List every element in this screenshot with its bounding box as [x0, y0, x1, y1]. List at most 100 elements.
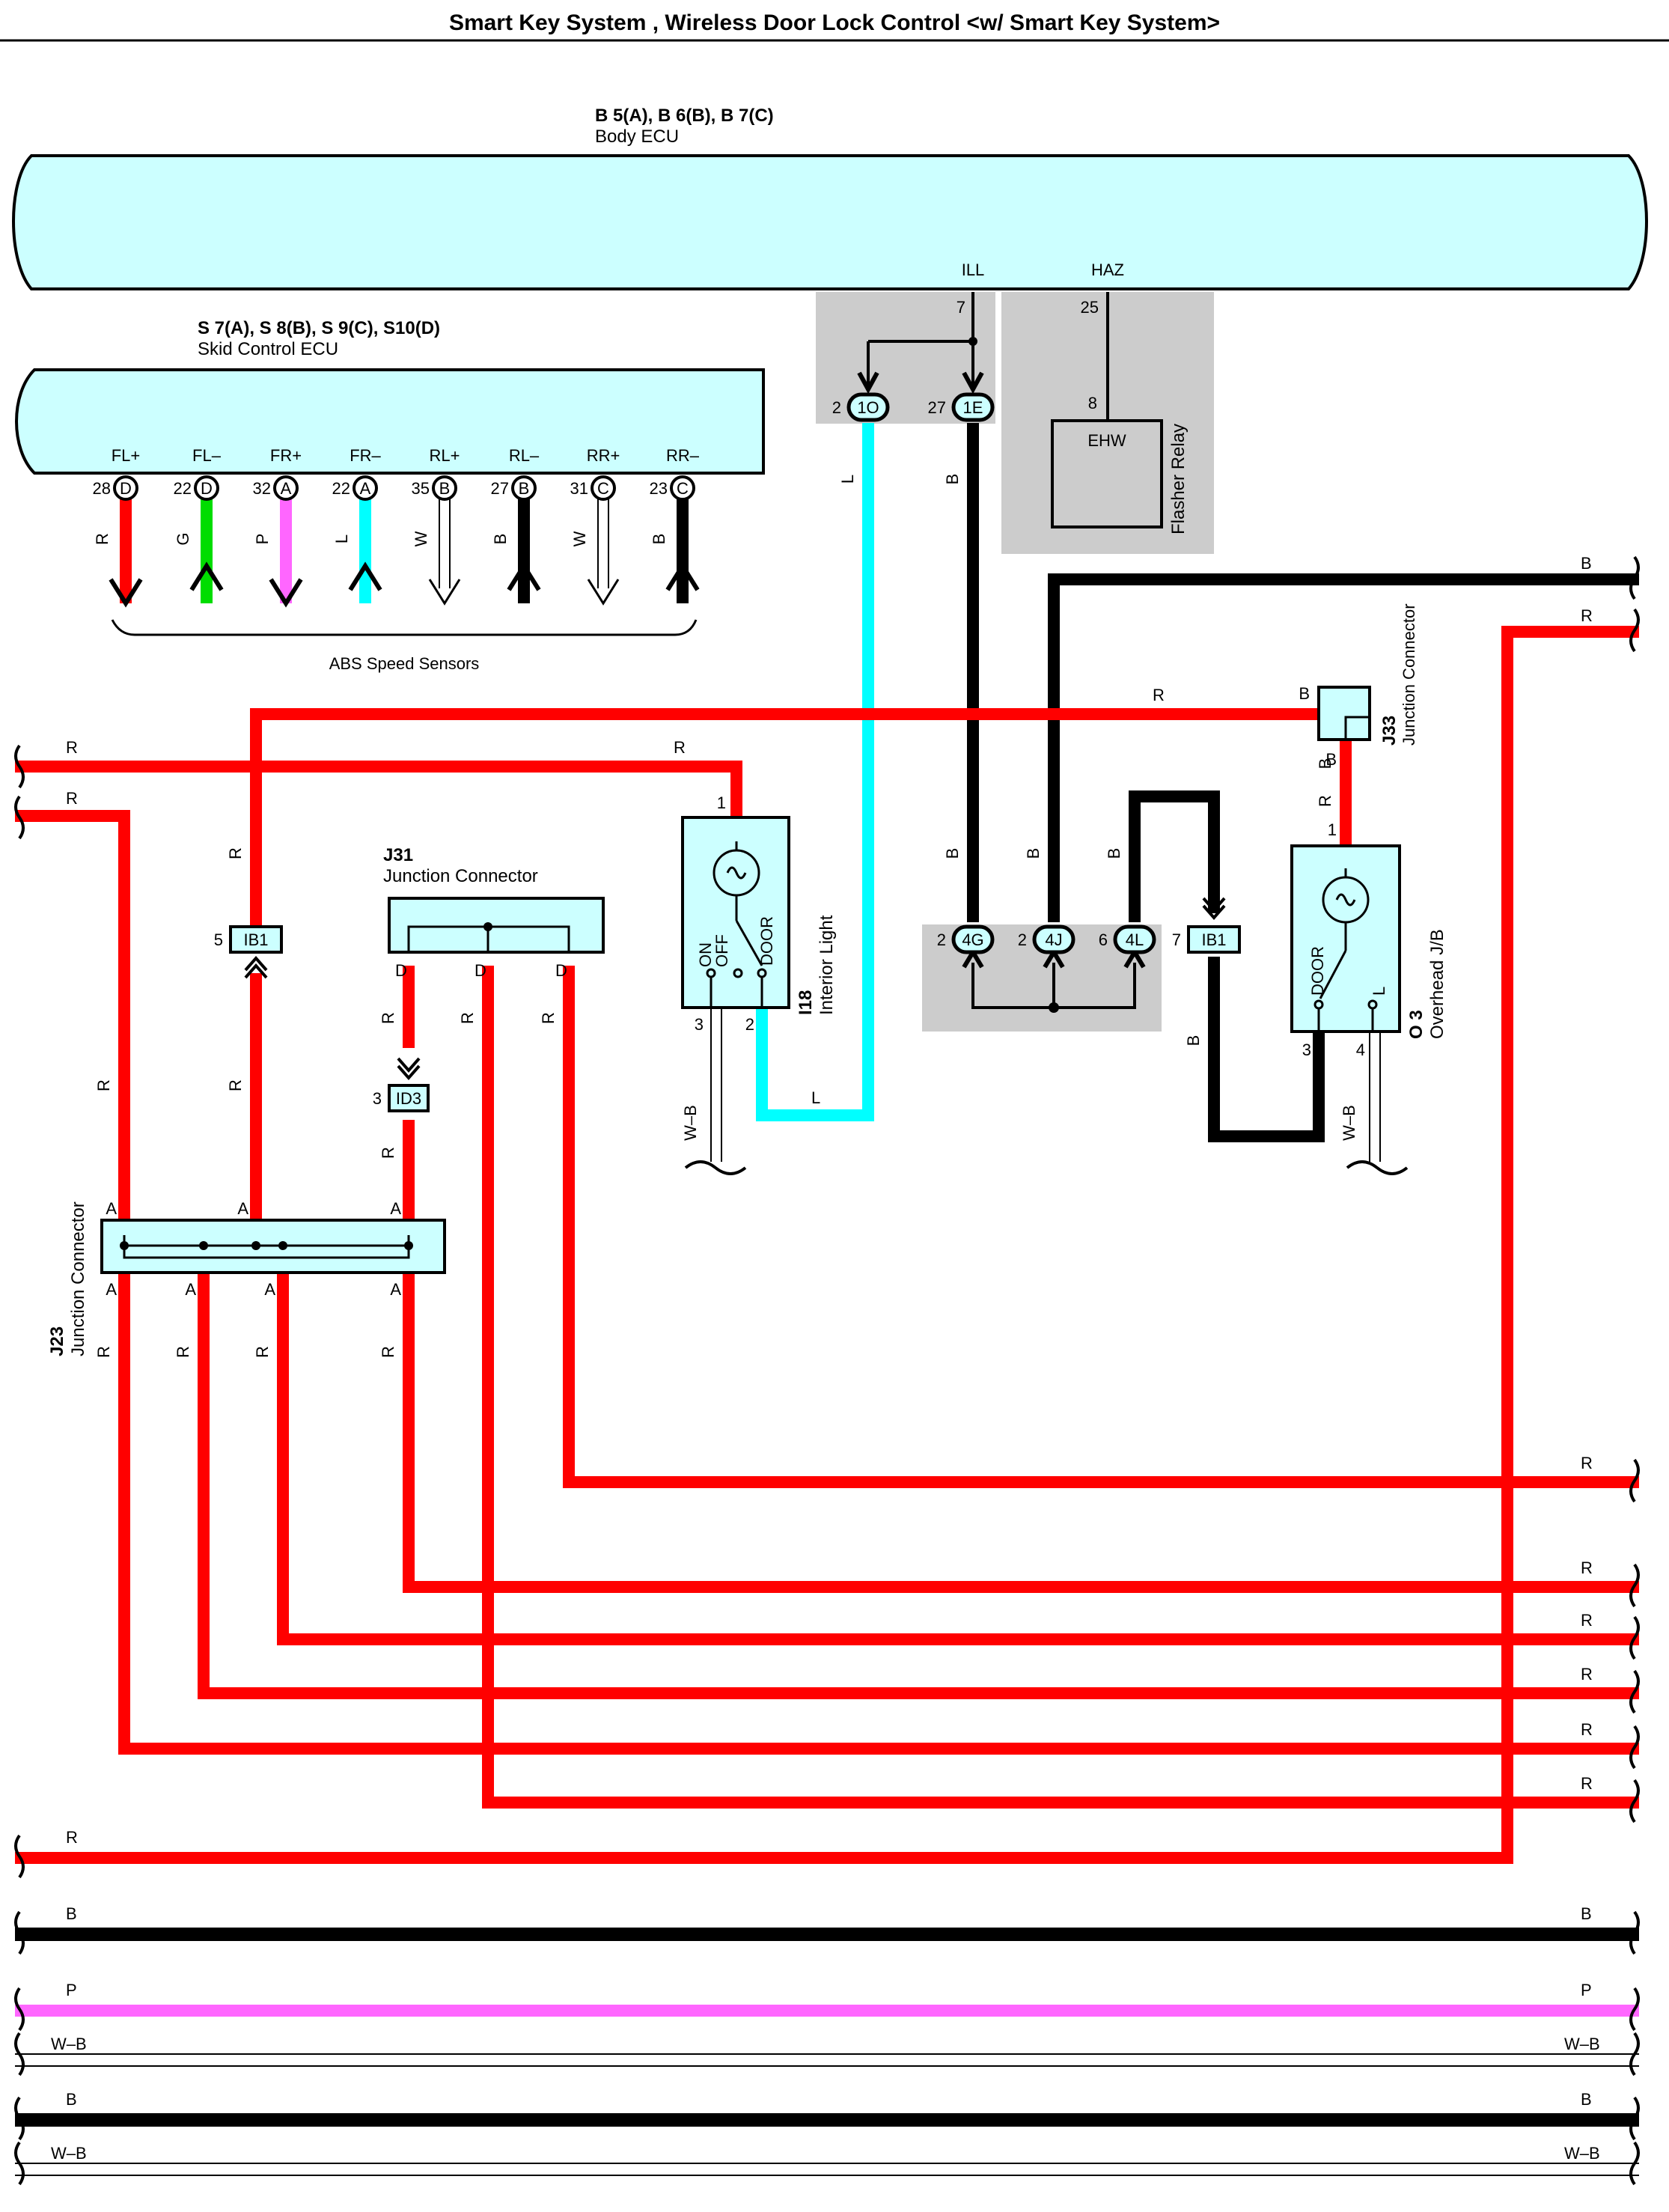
skid-term-conn: A — [360, 479, 371, 498]
wire-label: B — [1581, 554, 1592, 573]
j23-pin-bottom: A — [390, 1280, 401, 1299]
wire-b-4l-ib1 — [1129, 790, 1220, 922]
skid-term-conn: D — [120, 479, 132, 498]
body-ecu-pin-ill: 7 — [956, 298, 965, 317]
wire-label: B — [66, 2090, 77, 2109]
body-ecu-pin-haz: 25 — [1081, 298, 1099, 317]
connector-4j-pin: 2 — [1018, 930, 1027, 949]
j23-code: J23 — [47, 1326, 67, 1356]
interior-pin-2: 2 — [745, 1015, 754, 1034]
skid-term-wire: L — [332, 534, 351, 543]
red-wires — [15, 626, 1639, 1864]
bus-wb-2 — [15, 2163, 1639, 2176]
wire-label: W–B — [1564, 2144, 1600, 2163]
skid-term-wire: B — [650, 534, 668, 545]
wire-label: W–B — [51, 2035, 87, 2053]
skid-ecu-box — [15, 368, 765, 475]
skid-term-name: FR+ — [270, 446, 302, 465]
bus-wb-1 — [15, 2053, 1639, 2067]
skid-term-connector — [511, 475, 537, 501]
connector-ib1-left-label: IB1 — [243, 930, 268, 949]
skid-term-connector — [670, 475, 695, 501]
body-ecu-name: Body ECU — [595, 127, 679, 147]
wire-label: R — [1581, 1774, 1593, 1793]
skid-term-name: RL– — [509, 446, 540, 465]
overhead-pin-4: 4 — [1356, 1041, 1365, 1059]
wire-label: R — [1153, 686, 1165, 704]
skid-term-conn: A — [281, 479, 292, 498]
flasher-relay-box — [1051, 419, 1163, 528]
wire-label: P — [1581, 1981, 1592, 1999]
wire-label: L — [838, 475, 857, 484]
skid-term-wire: P — [253, 534, 272, 545]
connector-ib1-left-pin: 5 — [214, 930, 223, 949]
skid-term-name: RL+ — [430, 446, 460, 465]
skid-term-pin: 22 — [332, 479, 350, 498]
wire-label: R — [253, 1346, 272, 1358]
overhead-switch-l: L — [1370, 987, 1388, 996]
connector-1e — [951, 392, 995, 422]
wire-label: R — [66, 738, 78, 757]
interior-switch-off: OFF — [713, 934, 731, 967]
wire-label: R — [94, 1346, 113, 1358]
connector-1o-pin: 2 — [832, 398, 841, 417]
connector-id3-pin: 3 — [373, 1089, 382, 1108]
j31-pin-3: D — [555, 961, 567, 980]
skid-term-connector — [113, 475, 138, 501]
connector-4j-label: 4J — [1045, 930, 1062, 949]
skid-term-pin: 22 — [174, 479, 192, 498]
wire-label: P — [66, 1981, 77, 1999]
connector-ib1-right-label: IB1 — [1201, 930, 1226, 949]
wire-label: R — [379, 1012, 397, 1024]
wire-label: R — [1581, 1720, 1593, 1739]
break-marks — [14, 555, 1640, 2186]
wire-label: R — [458, 1012, 477, 1024]
connector-4g-pin: 2 — [937, 930, 946, 949]
interior-pin-1: 1 — [717, 793, 726, 812]
abs-brace — [111, 619, 698, 636]
skid-term-wire: W — [570, 531, 589, 546]
wire-label: R — [66, 1828, 78, 1847]
connector-id3 — [388, 1084, 430, 1112]
skid-term-name: FL+ — [112, 446, 141, 465]
skid-term-name: RR– — [666, 446, 700, 465]
wire-label: R — [94, 1079, 113, 1091]
ground-overhead — [1346, 1033, 1409, 1175]
wire-label: R — [1581, 1665, 1593, 1684]
flasher-pin: 8 — [1088, 394, 1097, 412]
j33-pin-top: B — [1299, 684, 1310, 703]
connector-1e-pin: 27 — [928, 398, 946, 417]
wire-label: B — [1581, 1904, 1592, 1923]
interior-switch-on: ON — [696, 942, 715, 967]
wire-label: R — [226, 847, 245, 859]
overhead-jb-code: O 3 — [1406, 1010, 1427, 1039]
j23-pin-bottom: A — [264, 1280, 275, 1299]
connector-ib1-right — [1187, 925, 1241, 954]
ground-interior — [684, 1009, 747, 1175]
j31-code: J31 — [383, 845, 413, 865]
abs-sensors-label: ABS Speed Sensors — [329, 654, 480, 673]
j23-name: Junction Connector — [68, 1201, 88, 1356]
wire-label: B — [1105, 848, 1123, 859]
j31-box — [388, 897, 605, 954]
wire-label: B — [943, 848, 962, 859]
j33-code: J33 — [1379, 716, 1400, 746]
body-ecu-term-haz: HAZ — [1091, 260, 1124, 279]
skid-term-conn: C — [677, 479, 689, 498]
skid-term-wire: B — [491, 534, 510, 545]
skid-term-connector — [353, 475, 378, 501]
connector-4g — [951, 924, 995, 954]
skid-term-conn: B — [519, 479, 530, 498]
skid-term-wire: G — [174, 532, 192, 545]
skid-term-pin: 31 — [570, 479, 588, 498]
skid-term-name: FL– — [192, 446, 222, 465]
skid-term-pin: 35 — [412, 479, 430, 498]
j23-pin-top: A — [237, 1199, 248, 1218]
wire-label: B — [1316, 758, 1334, 770]
skid-term-pin: 23 — [650, 479, 668, 498]
wire-b-top-right — [1048, 573, 1639, 922]
wire-label: R — [379, 1147, 397, 1159]
diagram-title: Smart Key System , Wireless Door Lock Co… — [449, 10, 1220, 35]
